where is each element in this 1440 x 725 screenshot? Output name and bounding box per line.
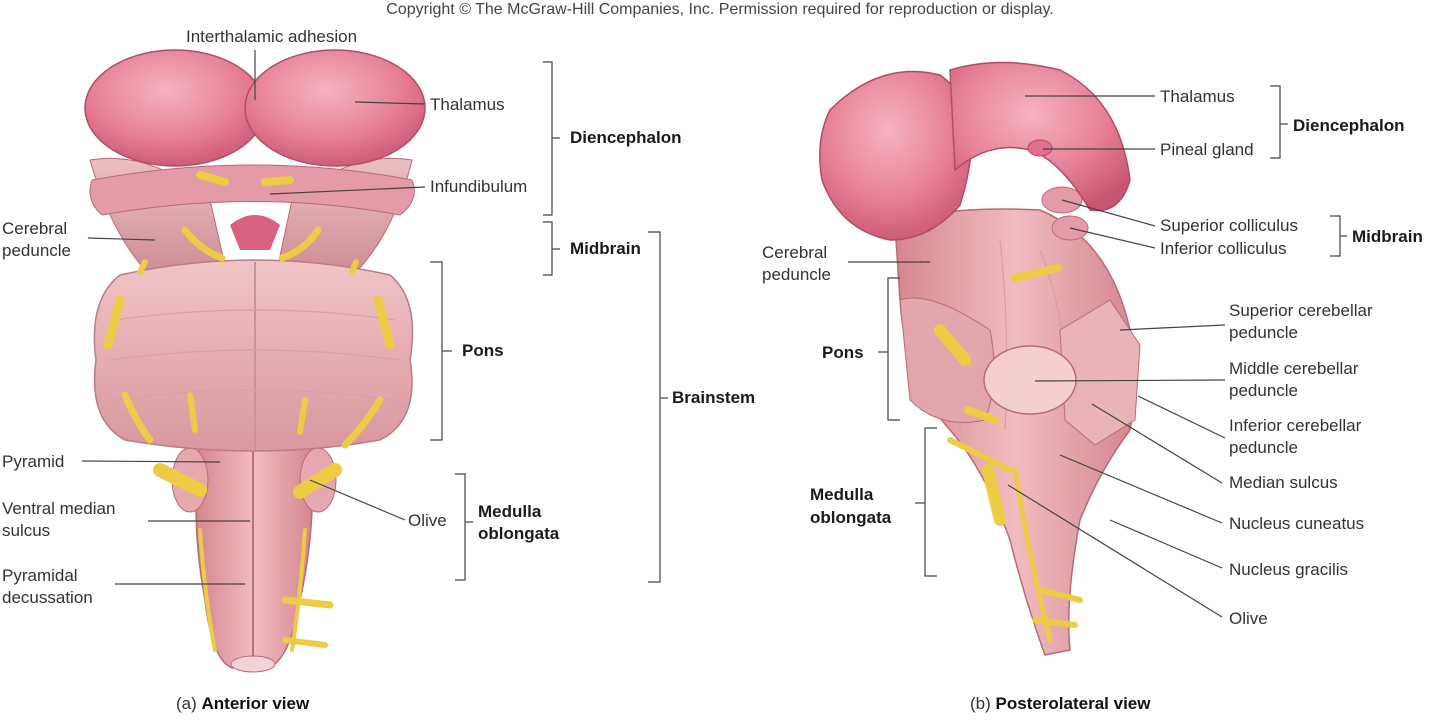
label-cerebral-peduncle-a-line2: peduncle: [2, 241, 72, 260]
label-nucleus-cuneatus: Nucleus cuneatus: [1229, 514, 1365, 533]
leader-lines-a: [81, 50, 426, 585]
region-diencephalon-a: Diencephalon: [570, 128, 682, 147]
cranial-nerves-b: [934, 264, 1083, 643]
thalamus-a-right: [244, 49, 426, 167]
caption-b-prefix: (b): [970, 694, 991, 713]
pineal-gland-b: [1027, 139, 1053, 157]
label-median-sulcus: Median sulcus: [1229, 473, 1338, 492]
label-pyramid: Pyramid: [2, 452, 65, 471]
posterolateral-view-drawing: [819, 61, 1141, 656]
thalamus-a-left: [84, 49, 266, 167]
cerebellar-peduncles-b: [1059, 299, 1141, 446]
region-medulla-a-line2: oblongata: [478, 524, 560, 543]
label-cerebral-peduncle-b-line2: peduncle: [762, 265, 832, 284]
region-medulla-a-line1: Medulla: [478, 502, 542, 521]
label-infundibulum: Infundibulum: [430, 177, 528, 196]
optic-band-a: [89, 164, 415, 216]
thalamus-b-back: [949, 61, 1131, 212]
label-inferior-colliculus: Inferior colliculus: [1160, 239, 1287, 258]
brackets-a: [430, 61, 668, 583]
leader-lines-b: [848, 95, 1226, 618]
thalamus-b-large: [819, 70, 972, 241]
middle-cerebellar-peduncle-b: [983, 345, 1077, 415]
label-pyramidal-decussation-line2: decussation: [2, 588, 93, 607]
label-cerebral-peduncle-b-line1: Cerebral: [762, 243, 828, 262]
label-pyramidal-decussation-line1: Pyramidal: [2, 566, 78, 585]
label-middle-cerebellar-line2: peduncle: [1229, 381, 1299, 400]
caption-b-title: Posterolateral view: [995, 694, 1151, 713]
label-thalamus-b: Thalamus: [1160, 87, 1235, 106]
label-cerebral-peduncle-a-line1: Cerebral: [2, 219, 68, 238]
label-middle-cerebellar-line1: Middle cerebellar: [1229, 359, 1359, 378]
region-diencephalon-b: Diencephalon: [1293, 116, 1405, 135]
label-superior-colliculus: Superior colliculus: [1160, 216, 1298, 235]
label-pineal-gland: Pineal gland: [1160, 140, 1254, 159]
brackets-b: [878, 85, 1347, 577]
region-pons-a: Pons: [462, 341, 504, 360]
region-pons-b: Pons: [822, 343, 864, 362]
region-medulla-b-line2: oblongata: [810, 508, 892, 527]
pons-a: [93, 259, 414, 452]
label-superior-cerebellar-line2: peduncle: [1229, 323, 1299, 342]
label-thalamus-a: Thalamus: [430, 95, 505, 114]
label-ventral-median-sulcus-line2: sulcus: [2, 521, 51, 540]
label-inferior-cerebellar-line2: peduncle: [1229, 438, 1299, 457]
cranial-nerves-a: [103, 171, 395, 652]
label-inferior-cerebellar-line1: Inferior cerebellar: [1229, 416, 1362, 435]
label-nucleus-gracilis: Nucleus gracilis: [1229, 560, 1349, 579]
caption-a: (a) Anterior view: [176, 694, 309, 714]
caption-a-prefix: (a): [176, 694, 197, 713]
label-olive-b: Olive: [1229, 609, 1268, 628]
caption-b: (b) Posterolateral view: [970, 694, 1150, 714]
region-medulla-b-line1: Medulla: [810, 485, 874, 504]
anterior-view-drawing: [84, 49, 426, 673]
caption-a-title: Anterior view: [201, 694, 310, 713]
label-interthalamic-adhesion: Interthalamic adhesion: [186, 27, 358, 46]
label-superior-cerebellar-line1: Superior cerebellar: [1229, 301, 1373, 320]
label-ventral-median-sulcus-line1: Ventral median: [2, 499, 116, 518]
region-midbrain-a: Midbrain: [570, 239, 641, 258]
region-midbrain-b: Midbrain: [1352, 227, 1423, 246]
label-olive-a: Olive: [408, 511, 447, 530]
copyright-notice: Copyright © The McGraw-Hill Companies, I…: [386, 1, 1054, 18]
region-brainstem: Brainstem: [672, 388, 756, 407]
